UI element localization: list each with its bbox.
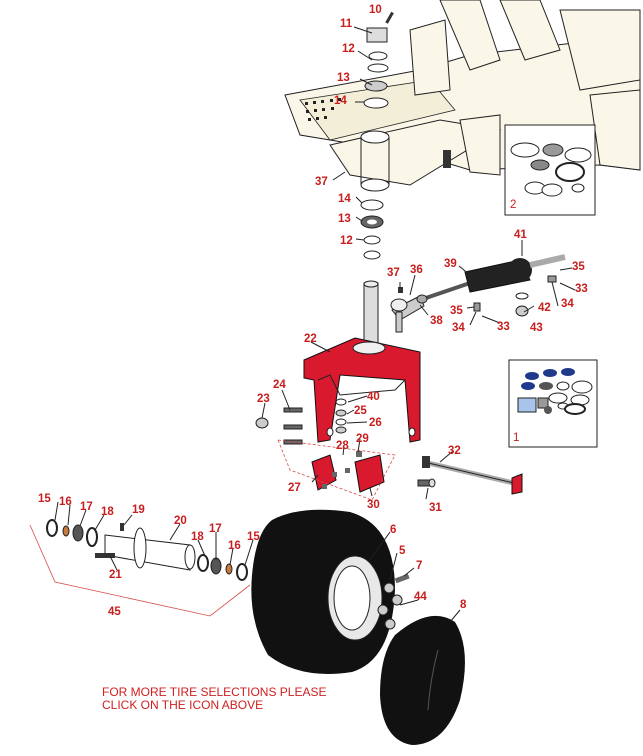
- callout-15-left: 15: [38, 493, 51, 505]
- hub-assembly: [29, 519, 251, 617]
- note-line-2: CLICK ON THE ICON ABOVE: [102, 698, 264, 712]
- callout-36: 36: [410, 264, 423, 276]
- callout-33-right: 33: [575, 283, 588, 295]
- callout-18-right: 18: [191, 531, 204, 543]
- callout-15-right: 15: [247, 531, 260, 543]
- tire-selection-note: FOR MORE TIRE SELECTIONS PLEASE CLICK ON…: [102, 686, 327, 712]
- callout-19: 19: [132, 504, 145, 516]
- callout-22: 22: [304, 333, 317, 345]
- steering-damper: [390, 254, 566, 333]
- callout-35-right: 35: [572, 261, 585, 273]
- callout-35-left: 35: [450, 305, 463, 317]
- alternate-tire-icon[interactable]: [380, 615, 465, 745]
- callout-14-lower: 14: [338, 193, 351, 205]
- callout-10: 10: [369, 4, 382, 16]
- callout-17-left: 17: [80, 501, 93, 513]
- leader-lines: [54, 26, 576, 623]
- callout-12-lower: 12: [340, 235, 353, 247]
- callout-18-left: 18: [101, 506, 114, 518]
- callout-23: 23: [257, 393, 270, 405]
- callout-43: 43: [530, 322, 543, 334]
- callout-45: 45: [108, 606, 121, 618]
- callout-12-upper: 12: [342, 43, 355, 55]
- callout-11: 11: [340, 18, 353, 30]
- callout-34-left: 34: [452, 322, 465, 334]
- callout-7: 7: [416, 560, 422, 572]
- callout-30: 30: [367, 499, 380, 511]
- callout-32: 32: [448, 445, 461, 457]
- callout-27: 27: [288, 482, 301, 494]
- callout-25: 25: [354, 405, 367, 417]
- seal-kit-1[interactable]: 1: [508, 359, 598, 448]
- caster-fork: [303, 280, 421, 443]
- note-line-1: FOR MORE TIRE SELECTIONS PLEASE: [102, 685, 327, 699]
- callout-13-upper: 13: [337, 72, 350, 84]
- fork-hardware: [255, 398, 396, 501]
- callout-20: 20: [174, 515, 187, 527]
- callout-41: 41: [514, 229, 527, 241]
- callout-33-left: 33: [497, 321, 510, 333]
- callout-24: 24: [273, 379, 286, 391]
- callout-37-upper: 37: [315, 176, 328, 188]
- lower-bearing-stack: [360, 199, 384, 260]
- callout-38: 38: [430, 315, 443, 327]
- callout-37-lower: 37: [387, 267, 400, 279]
- callout-28: 28: [336, 440, 349, 452]
- callout-31: 31: [429, 502, 442, 514]
- callout-16-right: 16: [228, 540, 241, 552]
- callout-13-lower: 13: [338, 213, 351, 225]
- callout-6: 6: [390, 524, 396, 536]
- upper-bearing-stack: [363, 11, 394, 109]
- callout-21: 21: [109, 569, 122, 581]
- callout-16-left: 16: [59, 496, 72, 508]
- callout-26: 26: [369, 417, 382, 429]
- callout-42: 42: [538, 302, 551, 314]
- kit-2-label: 2: [510, 199, 516, 211]
- callout-40: 40: [367, 391, 380, 403]
- callout-8: 8: [460, 599, 467, 611]
- callout-34-right: 34: [561, 298, 574, 310]
- seal-kit-2[interactable]: 2: [504, 124, 596, 216]
- kit-1-label: 1: [513, 432, 519, 444]
- callout-5: 5: [399, 545, 406, 557]
- callout-17-right: 17: [209, 523, 222, 535]
- axle-bolt: [417, 456, 523, 495]
- callout-labels: 10 11 12 13 14 37 14 13 12 41 39 36 37 3…: [38, 4, 588, 618]
- wheel-tire: [251, 509, 410, 674]
- callout-39: 39: [444, 258, 457, 270]
- callout-14-upper: 14: [334, 95, 347, 107]
- callout-29: 29: [356, 433, 369, 445]
- callout-44: 44: [414, 591, 427, 603]
